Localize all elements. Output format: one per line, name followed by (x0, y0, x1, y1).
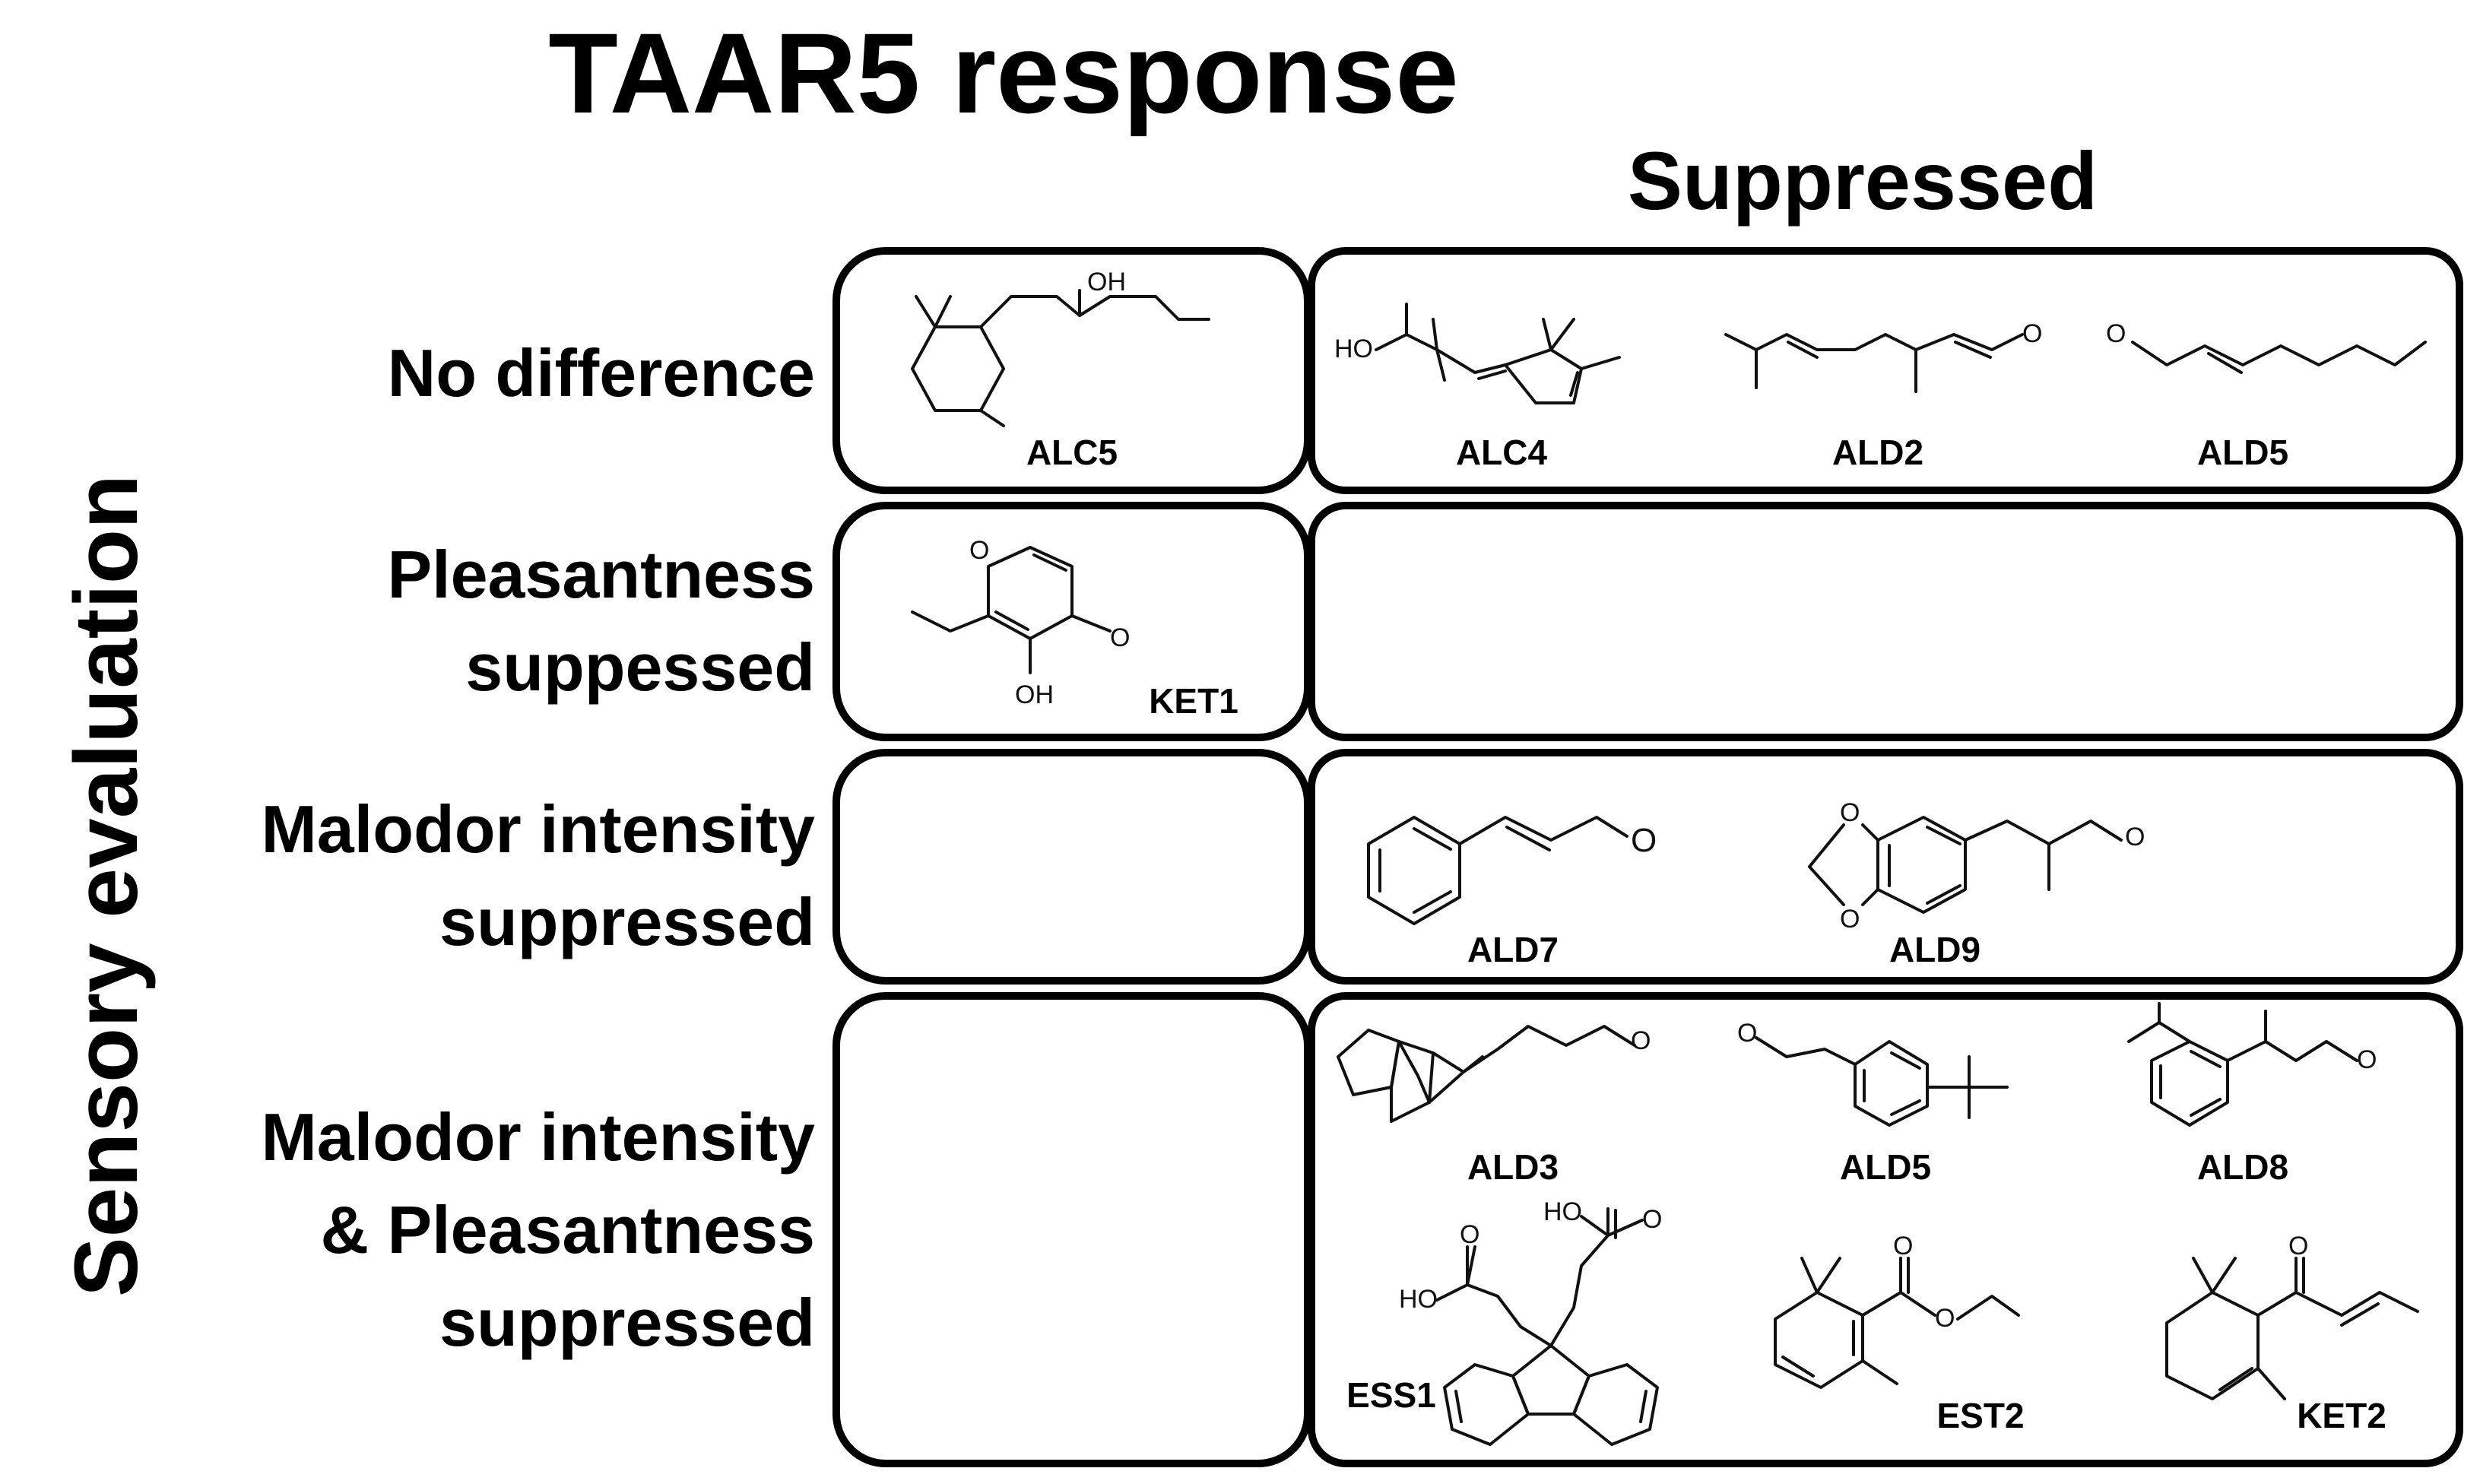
row-label-pleasantness-suppressed: Pleasantness suppessed (387, 528, 815, 714)
column-header-suppressed: Suppressed (1627, 135, 2098, 227)
ald2-structure: O (1724, 319, 2042, 393)
ess1-structure: HO O HO O (1399, 1197, 1662, 1446)
compound-label-ket1: KET1 (1149, 681, 1238, 721)
atom-label-o: O (2125, 823, 2145, 851)
ald5b-structure: O (1737, 1019, 2009, 1127)
ald3-structure: O (1337, 1025, 1651, 1123)
atom-label-ho: HO (1399, 1285, 1438, 1314)
atom-label-o: O (1631, 822, 1657, 859)
atom-label-o: O (1460, 1220, 1479, 1249)
ket1-structure: O O OH (911, 536, 1130, 709)
y-axis-label: Sensory evaluation (56, 474, 157, 1298)
alc4-structure: HO (1334, 303, 1621, 404)
compound-label-ald7: ALD7 (1467, 930, 1559, 969)
ald9-structure: O O O (1808, 798, 2145, 934)
atom-label-o: O (1893, 1232, 1913, 1260)
atom-label-o: O (1840, 905, 1860, 934)
atom-label-o: O (1642, 1205, 1662, 1234)
cell-right-malodor-pleasantness (1308, 992, 2463, 1467)
ald7-structure: O (1367, 816, 1657, 925)
row-label-line: & Pleasantness (320, 1192, 815, 1267)
compound-label-ald5-row1: ALD5 (2196, 433, 2289, 472)
atom-label-o: O (1840, 798, 1860, 827)
atom-label-o: O (2357, 1045, 2377, 1074)
compound-label-alc5: ALC5 (1026, 433, 1118, 472)
atom-label-o: O (1110, 623, 1130, 652)
est2-structure: O O (1774, 1232, 2020, 1389)
atom-label-o: O (2022, 319, 2042, 348)
figure-title: TAAR5 response (548, 9, 1459, 137)
alc5-structure: OH (911, 268, 1210, 427)
compound-label-est2: EST2 (1936, 1396, 2025, 1435)
row-label-line: Pleasantness (387, 537, 815, 612)
row-label-line: Malodor intensity (261, 1099, 816, 1175)
row-label-line: Malodor intensity (261, 791, 816, 867)
cell-left-malodor (832, 749, 1311, 985)
cell-left-pleasantness (832, 502, 1311, 741)
row-label-no-difference: No difference (388, 327, 815, 420)
atom-label-o: O (1935, 1304, 1955, 1333)
ald5a-structure: O (2106, 319, 2427, 374)
ald8-structure: O (2127, 1002, 2377, 1127)
row-label-line: No difference (387, 335, 815, 411)
atom-label-o: O (1737, 1019, 1757, 1048)
cell-left-malodor-pleasantness (832, 992, 1311, 1467)
atom-label-o: O (2106, 319, 2126, 348)
atom-label-ho: HO (1334, 335, 1373, 363)
compound-label-ald3: ALD3 (1467, 1147, 1559, 1187)
cell-right-pleasantness (1308, 502, 2463, 741)
ket2-structure: O (2165, 1232, 2419, 1400)
cell-right-no-difference (1308, 247, 2463, 494)
row-label-line: suppressed (439, 884, 815, 959)
atom-label-ho: HO (1543, 1197, 1582, 1226)
row-label-line: suppressed (439, 1285, 815, 1360)
row-label-line: suppessed (465, 629, 815, 705)
row-label-malodor-suppressed: Malodor intensity suppressed (262, 783, 816, 969)
compound-label-ald5-row4: ALD5 (1839, 1147, 1932, 1187)
compound-label-alc4: ALC4 (1455, 433, 1548, 472)
compound-label-ald9: ALD9 (1889, 930, 1981, 969)
atom-label-oh: OH (1087, 268, 1126, 296)
atom-label-o: O (1631, 1026, 1651, 1055)
row-label-malodor-and-pleasantness: Malodor intensity & Pleasantness suppres… (262, 1091, 816, 1369)
cell-right-malodor (1308, 749, 2463, 985)
atom-label-o: O (969, 536, 989, 565)
compound-label-ald2: ALD2 (1831, 433, 1924, 472)
atom-label-o: O (2288, 1232, 2308, 1260)
compound-label-ess1: ESS1 (1346, 1375, 1436, 1415)
atom-label-oh: OH (1015, 680, 1054, 709)
compound-label-ald8: ALD8 (2196, 1147, 2289, 1187)
compound-label-ket2: KET2 (2297, 1396, 2386, 1435)
